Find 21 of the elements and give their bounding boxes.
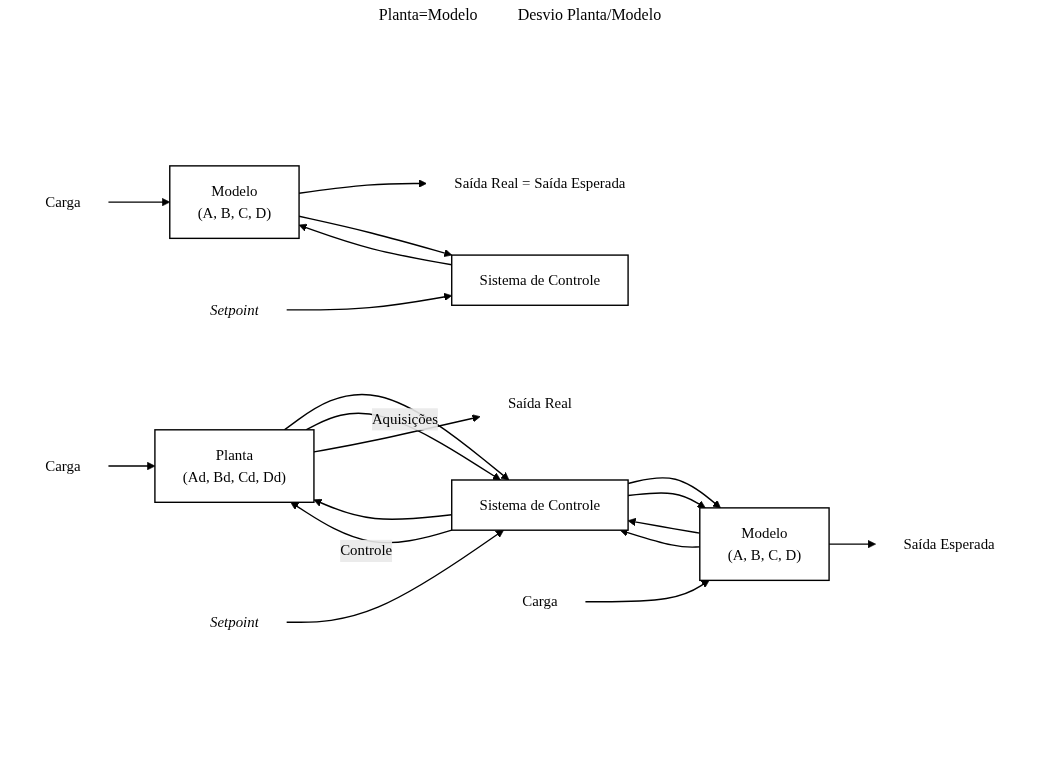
arrow <box>584 580 710 603</box>
arrow <box>313 414 481 453</box>
arrow <box>285 529 504 624</box>
node-box: Sistema de Controle <box>451 254 629 307</box>
node-text: Saída Real = Saída Esperada <box>454 175 626 192</box>
node-box: Modelo (A, B, C, D) <box>699 507 830 582</box>
node-text: Saída Real <box>507 394 572 411</box>
edge-label: Controle <box>340 542 393 559</box>
node-text: Saída Esperada <box>903 535 995 552</box>
node-box: Planta (Ad, Bd, Cd, Dd) <box>154 429 315 504</box>
node-text: Carga <box>45 193 81 210</box>
edge-label: Aquisições <box>371 411 438 427</box>
node-text: Carga <box>45 457 81 474</box>
note-text: Planta=Modelo <box>378 6 478 24</box>
node-text: Setpoint <box>210 613 259 630</box>
arrow <box>305 412 501 481</box>
node-box: Modelo (A, B, C, D) <box>169 165 300 240</box>
note-text: Desvio Planta/Modelo <box>517 6 662 24</box>
node-text: Carga <box>522 593 558 610</box>
node-text: Setpoint <box>210 301 259 318</box>
node-box: Sistema de Controle <box>451 479 629 531</box>
